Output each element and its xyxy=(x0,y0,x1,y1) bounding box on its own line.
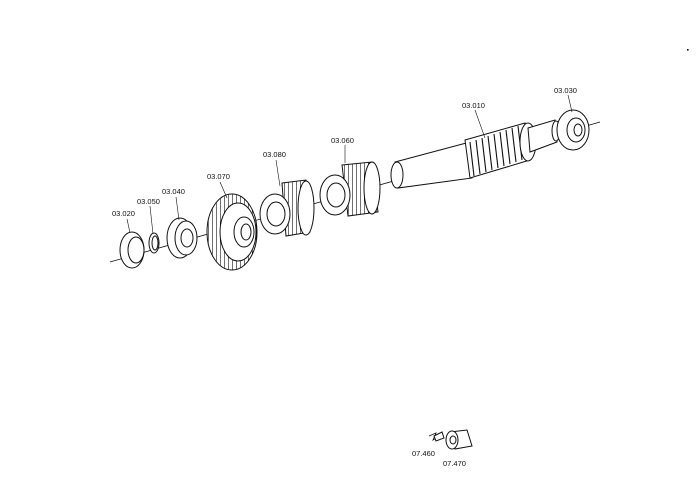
label-07470: 07.470 xyxy=(443,459,466,468)
stray-mark xyxy=(687,49,689,51)
gear-large xyxy=(206,193,258,271)
gear-medium xyxy=(259,179,315,237)
gear-small xyxy=(319,161,381,217)
label-03080: 03.080 xyxy=(263,150,286,159)
label-03020: 03.020 xyxy=(112,209,135,218)
bushing xyxy=(445,429,473,450)
bearing-right xyxy=(556,109,590,151)
label-03030: 03.030 xyxy=(554,86,577,95)
label-03010: 03.010 xyxy=(462,101,485,110)
seal-ring xyxy=(119,231,145,269)
label-03060: 03.060 xyxy=(331,136,354,145)
label-07460: 07.460 xyxy=(412,449,435,458)
leader-lines xyxy=(126,94,573,235)
shaft xyxy=(390,119,561,189)
snap-ring xyxy=(148,232,160,254)
label-03050: 03.050 xyxy=(137,197,160,206)
clip xyxy=(428,431,445,442)
label-03040: 03.040 xyxy=(162,187,185,196)
bearing-left xyxy=(166,217,198,259)
label-03070: 03.070 xyxy=(207,172,230,181)
